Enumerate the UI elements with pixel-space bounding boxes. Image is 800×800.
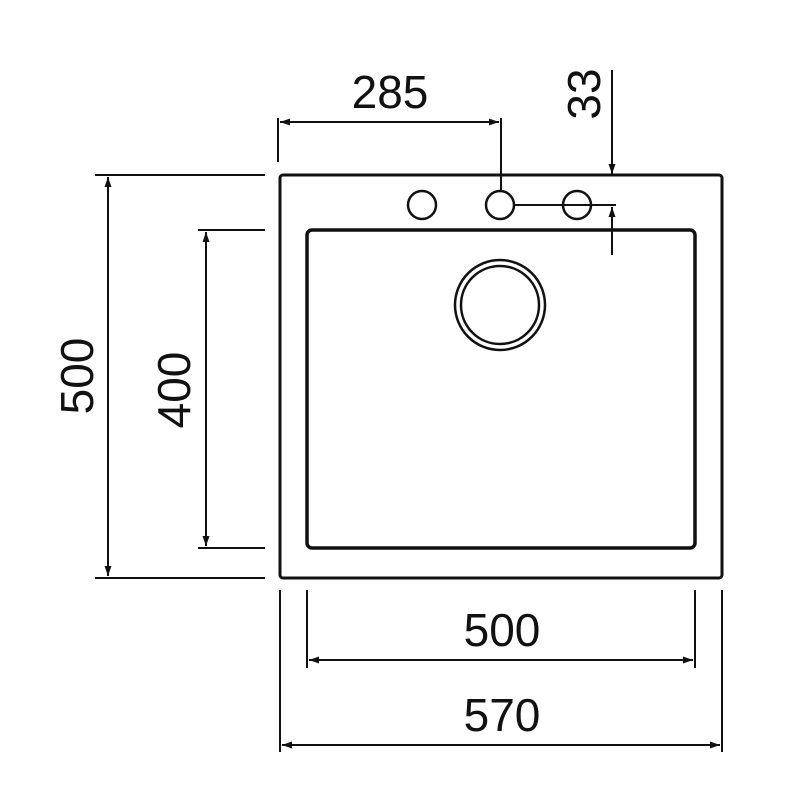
dimension-bowl-depth: 400 — [148, 229, 265, 549]
bowl-outline — [305, 228, 697, 550]
dimension-bowl-width: 500 — [306, 590, 696, 668]
dimension-33: 33 — [514, 68, 616, 255]
dimension-label-500-depth: 500 — [51, 338, 103, 415]
tap-hole-left — [406, 189, 438, 221]
dimension-label-33: 33 — [558, 68, 610, 119]
tap-hole-center — [484, 189, 516, 221]
sink-outer-outline — [278, 173, 724, 580]
drain-inner — [459, 264, 541, 346]
dimension-285: 285 — [277, 66, 502, 192]
dimension-label-570: 570 — [464, 689, 541, 741]
dimension-overall-width: 570 — [279, 590, 723, 752]
dimension-label-285: 285 — [352, 66, 429, 118]
dimension-overall-depth: 500 — [51, 174, 265, 579]
drain-outer — [453, 258, 547, 352]
dimension-label-400: 400 — [148, 352, 200, 429]
dimension-label-500-width: 500 — [464, 604, 541, 656]
